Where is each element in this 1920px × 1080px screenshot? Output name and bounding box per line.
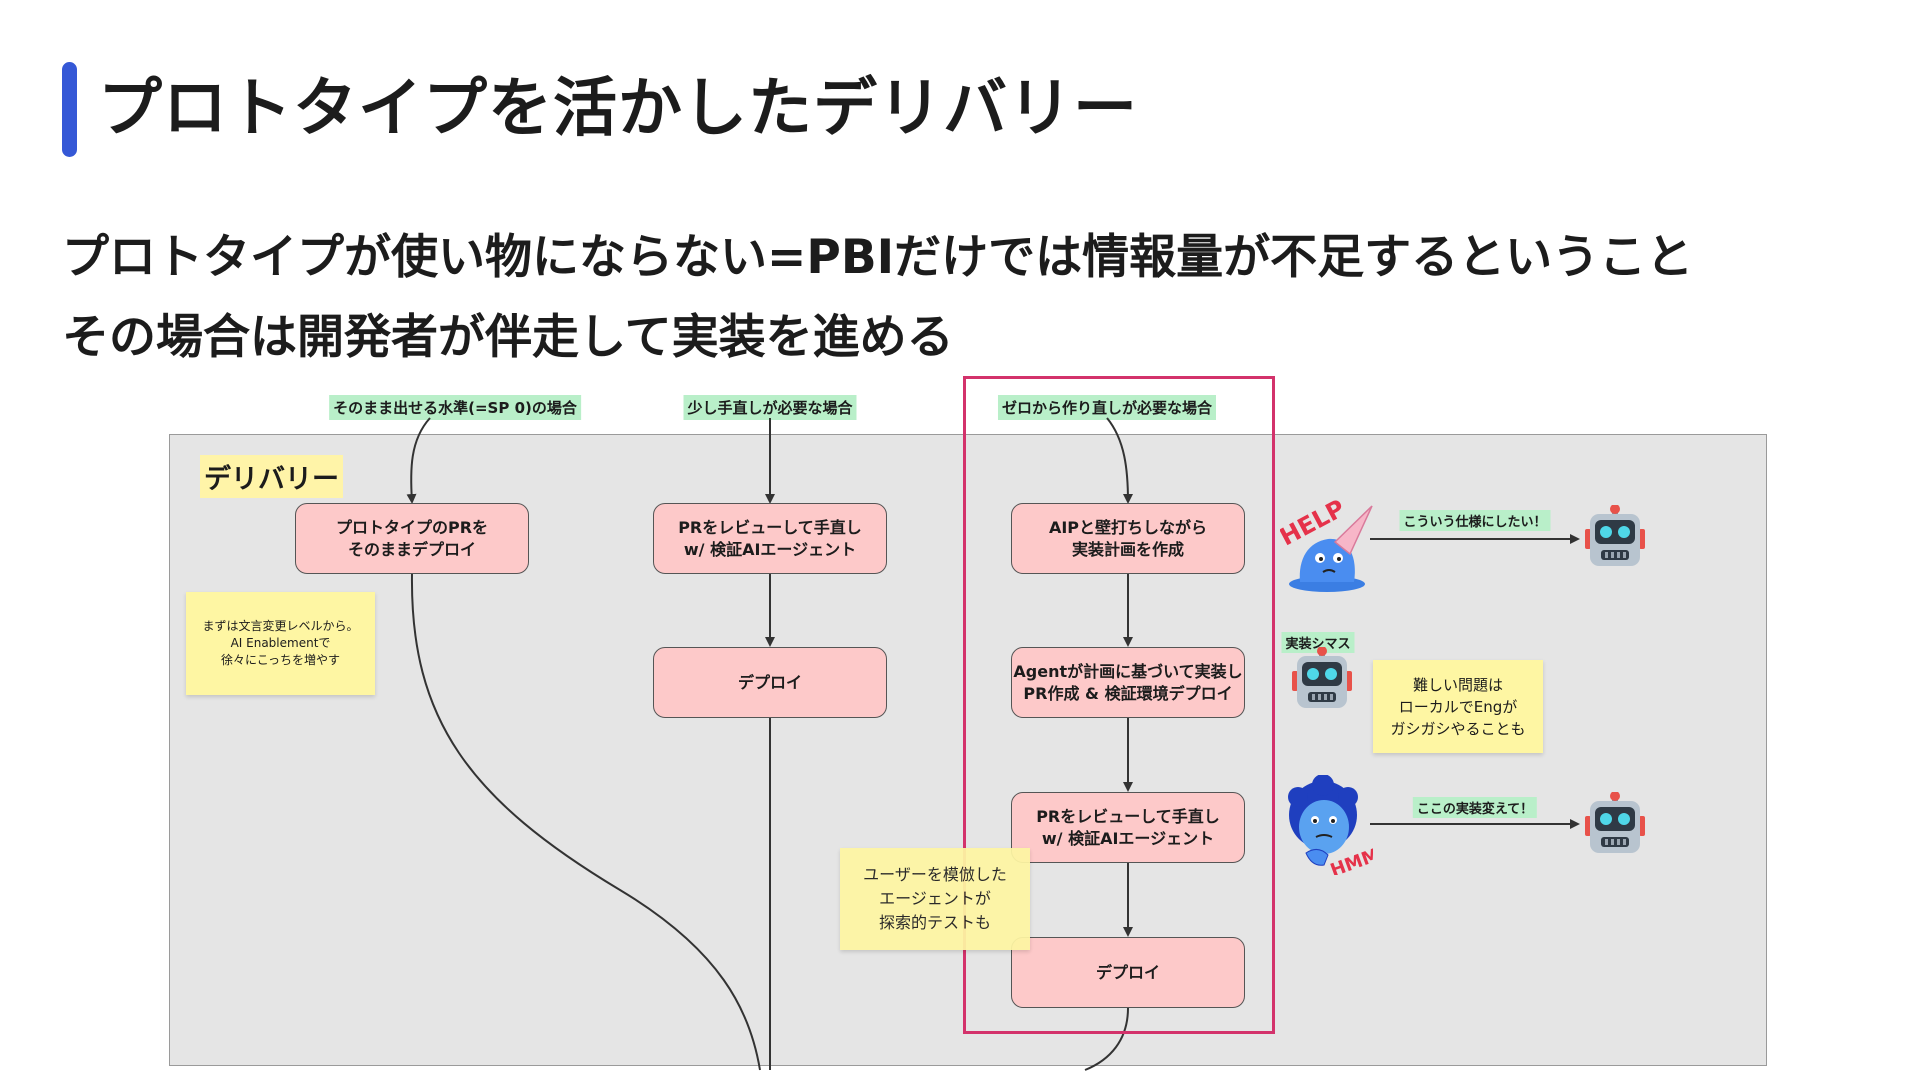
connector-lane3-out	[1084, 1007, 1129, 1071]
subtitle-line-1: プロトタイプが使い物にならない=PBIだけでは情報量が不足するということ	[62, 230, 1694, 285]
message-label-spec-request: こういう仕様にしたい！	[1399, 510, 1551, 531]
message-label-change-request: ここの実装変えて！	[1412, 797, 1538, 818]
lane-label-rebuild: ゼロから作り直しが必要な場合	[997, 395, 1217, 420]
robot-icon	[1585, 791, 1645, 858]
help-sticker-icon: HELP	[1275, 484, 1375, 594]
subtitle-line-2: その場合は開発者が伴走して実装を進める	[62, 310, 954, 365]
connector-lane1-out	[410, 573, 761, 1071]
node-lane2-review[interactable]: PRをレビューして手直し w/ 検証AIエージェント	[653, 503, 887, 574]
node-lane1-deploy-pr[interactable]: プロトタイプのPRを そのままデプロイ	[295, 503, 529, 574]
lane-label-minor-fix: 少し手直しが必要な場合	[683, 395, 857, 420]
node-lane3-plan[interactable]: AIPと壁打ちしながら 実装計画を作成	[1011, 503, 1245, 574]
node-lane3-deploy[interactable]: デプロイ	[1011, 937, 1245, 1008]
node-lane3-review[interactable]: PRをレビューして手直し w/ 検証AIエージェント	[1011, 792, 1245, 863]
slide-title: プロトタイプを活かしたデリバリー	[98, 72, 1138, 146]
sticky-enablement-note[interactable]: まずは文言変更レベルから。 AI Enablementで 徐々にこっちを増やす	[186, 592, 375, 695]
label-implement: 実装シマス	[1281, 632, 1355, 653]
node-lane2-deploy[interactable]: デプロイ	[653, 647, 887, 718]
title-accent-bar	[62, 62, 77, 157]
robot-icon	[1585, 504, 1645, 571]
robot-icon	[1292, 646, 1352, 713]
board-frame-title: デリバリー	[200, 455, 343, 498]
sticky-hard-problems-note[interactable]: 難しい問題は ローカルでEngが ガシガシやることも	[1373, 660, 1543, 753]
sticky-exploratory-test-note[interactable]: ユーザーを模倣した エージェントが 探索的テストも	[840, 848, 1030, 950]
connector-lane1-in	[406, 417, 431, 504]
lane-label-sp0: そのまま出せる水準(=SP 0)の場合	[329, 395, 581, 420]
node-lane3-agent-implement[interactable]: Agentが計画に基づいて実装し PR作成 & 検証環境デプロイ	[1011, 647, 1245, 718]
rebuild-lane-highlight	[963, 376, 1275, 1034]
connector-lane3-in	[1106, 417, 1133, 504]
hmm-sticker-icon: HMM	[1278, 774, 1383, 881]
